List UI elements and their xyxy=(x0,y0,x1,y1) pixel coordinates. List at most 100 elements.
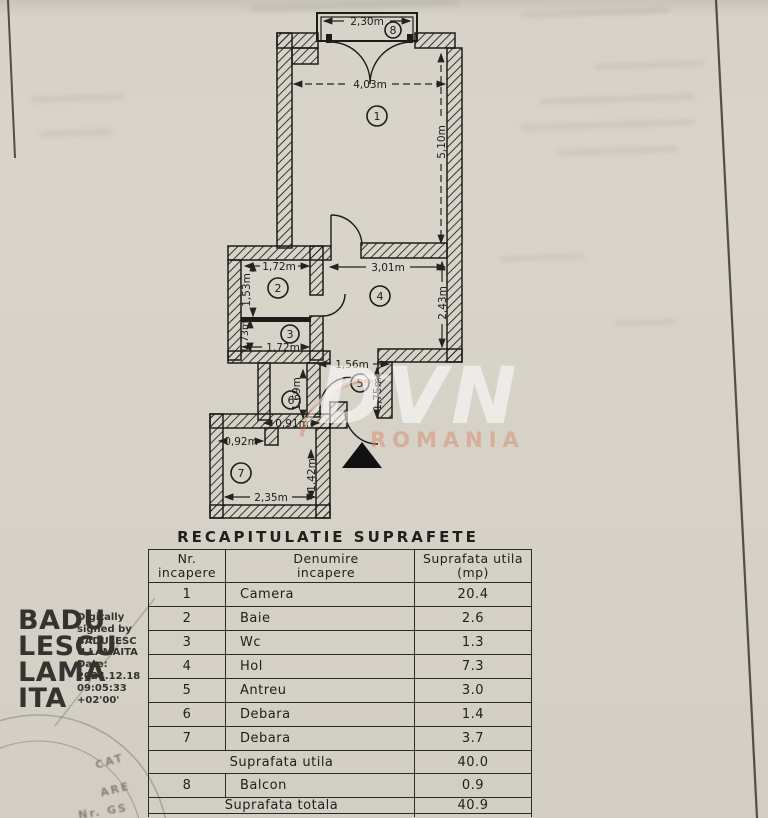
subtotal-row: Suprafata utila 40.0 xyxy=(148,750,532,774)
signature-name-line: LAMA xyxy=(18,657,106,688)
col-header-denumire-line1: Denumire xyxy=(293,551,359,566)
table-row: 2 Baie 2.6 xyxy=(148,606,532,631)
dim-hall-depth: 2,43m xyxy=(437,286,449,320)
room-number-debara-large: 7 xyxy=(238,467,245,480)
row-area: 3.0 xyxy=(414,678,532,703)
total-row: Suprafata totala 40.9 xyxy=(148,797,532,814)
dim-wc-width: 1,72m xyxy=(266,342,300,354)
table-row: 5 Antreu 3.0 xyxy=(148,678,532,703)
row-area: 1.4 xyxy=(414,702,532,727)
table-row: 3 Wc 1.3 xyxy=(148,630,532,655)
row-name: Debara xyxy=(225,726,415,751)
row-area: 3.7 xyxy=(414,726,532,751)
signature-detail-line: Digitally xyxy=(77,612,125,623)
north-arrow-icon xyxy=(342,442,382,468)
col-header-nr-line1: Nr. xyxy=(177,551,197,566)
watermark-country: ROMANIA xyxy=(370,428,525,452)
cut-off-cell xyxy=(148,813,415,817)
row-nr: 3 xyxy=(148,630,226,655)
signature-name-line: BADU xyxy=(18,605,106,636)
room-number-debara-small: 6 xyxy=(288,394,295,407)
room-number-camera: 1 xyxy=(374,110,381,123)
cut-off-row xyxy=(148,813,532,817)
subtotal-value: 40.0 xyxy=(414,750,532,774)
dim-debara7-notch: 0,92m xyxy=(224,436,258,448)
signature-detail-line: +02'00' xyxy=(77,694,120,706)
col-header-denumire-line2: incapere xyxy=(296,565,356,580)
dim-debara7-depth: 1,42m xyxy=(306,458,318,492)
row-area: 20.4 xyxy=(414,582,532,607)
signature-name-line: ITA xyxy=(18,683,67,714)
dim-wc-depth: 0,73m xyxy=(240,321,251,351)
recap-header-row: Nr. incapere Denumire incapere Suprafata… xyxy=(148,549,532,583)
row-name: Baie xyxy=(225,606,415,631)
col-header-suprafata-line1: Suprafata utila xyxy=(422,551,524,566)
row-nr: 2 xyxy=(148,606,226,631)
col-header-suprafata: Suprafata utila (mp) xyxy=(414,549,532,583)
room-number-baie: 2 xyxy=(275,282,282,295)
table-row: 6 Debara 1.4 xyxy=(148,702,532,727)
balcony-outline xyxy=(316,12,418,43)
row-area: 2.6 xyxy=(414,606,532,631)
row-name: Antreu xyxy=(225,678,415,703)
cut-off-cell xyxy=(414,813,532,817)
room-number-wc: 3 xyxy=(287,328,294,341)
row-area: 1.3 xyxy=(414,630,532,655)
table-row: 7 Debara 3.7 xyxy=(148,726,532,751)
watermark-logo: DVN xyxy=(318,352,521,442)
signature-detail-line: 09:05:33 xyxy=(77,682,127,694)
total-label: Suprafata totala xyxy=(148,797,415,814)
recap-table: Nr. incapere Denumire incapere Suprafata… xyxy=(148,549,532,817)
row-nr: 1 xyxy=(148,582,226,607)
table-row: 1 Camera 20.4 xyxy=(148,582,532,607)
dim-balcony-width: 2,30m xyxy=(350,16,384,28)
row-name: Debara xyxy=(225,702,415,727)
signature-detail-line: BADULESC xyxy=(77,635,137,647)
row-name: Camera xyxy=(225,582,415,607)
signature-detail-line: signed by xyxy=(77,623,132,635)
signature-name-line: LESCU xyxy=(18,631,118,662)
row-nr: 8 xyxy=(148,773,226,798)
row-name: Balcon xyxy=(225,773,415,798)
stamp-arcs xyxy=(0,714,166,818)
dim-hall-width: 3,01m xyxy=(371,262,405,274)
row-area: 7.3 xyxy=(414,654,532,679)
row-name: Wc xyxy=(225,630,415,655)
signature-detail-line: Date: xyxy=(77,659,108,671)
col-header-suprafata-line2: (mp) xyxy=(457,565,489,580)
col-header-nr: Nr. incapere xyxy=(148,549,226,583)
dim-room1-width: 4,03m xyxy=(353,79,387,91)
room-number-antreu: 5 xyxy=(357,377,364,390)
page-edge-line-left xyxy=(7,0,16,159)
pen-scratch xyxy=(54,597,156,727)
row-area: 0.9 xyxy=(414,773,532,798)
row-nr: 5 xyxy=(148,678,226,703)
signature-detail-line: 2024.12.18 xyxy=(77,670,141,682)
signature-detail-line: U LAMAITA xyxy=(77,647,138,659)
col-header-nr-line2: incapere xyxy=(157,565,217,580)
row-nr: 6 xyxy=(148,702,226,727)
dim-bath-width: 1,72m xyxy=(262,261,296,273)
dim-antreu-width: 1,56m xyxy=(335,359,369,371)
dim-bath-depth: 1,53m xyxy=(241,273,253,307)
recap-table-title: RECAPITULATIE SUPRAFETE xyxy=(177,528,479,546)
page-edge-line-right xyxy=(714,0,759,818)
dim-debara7-width: 2,35m xyxy=(254,492,288,504)
room-number-markers xyxy=(230,21,402,484)
signature-name: BADU LESCU LAMA ITA xyxy=(18,605,118,714)
row-name: Hol xyxy=(225,654,415,679)
balcony-row: 8 Balcon 0.9 xyxy=(148,773,532,798)
col-header-denumire: Denumire incapere xyxy=(225,549,415,583)
dimension-lines xyxy=(217,17,447,501)
signature-details: Digitally signed by BADULESC U LAMAITA D… xyxy=(77,612,140,706)
dim-room1-depth: 5,10m xyxy=(436,125,448,159)
dim-antreu-depth: 1,75m xyxy=(372,377,384,411)
total-value: 40.9 xyxy=(414,797,532,814)
table-row: 4 Hol 7.3 xyxy=(148,654,532,679)
dim-debara6-width: 0,91m xyxy=(275,418,309,430)
row-nr: 7 xyxy=(148,726,226,751)
row-nr: 4 xyxy=(148,654,226,679)
room-number-hol: 4 xyxy=(377,290,384,303)
